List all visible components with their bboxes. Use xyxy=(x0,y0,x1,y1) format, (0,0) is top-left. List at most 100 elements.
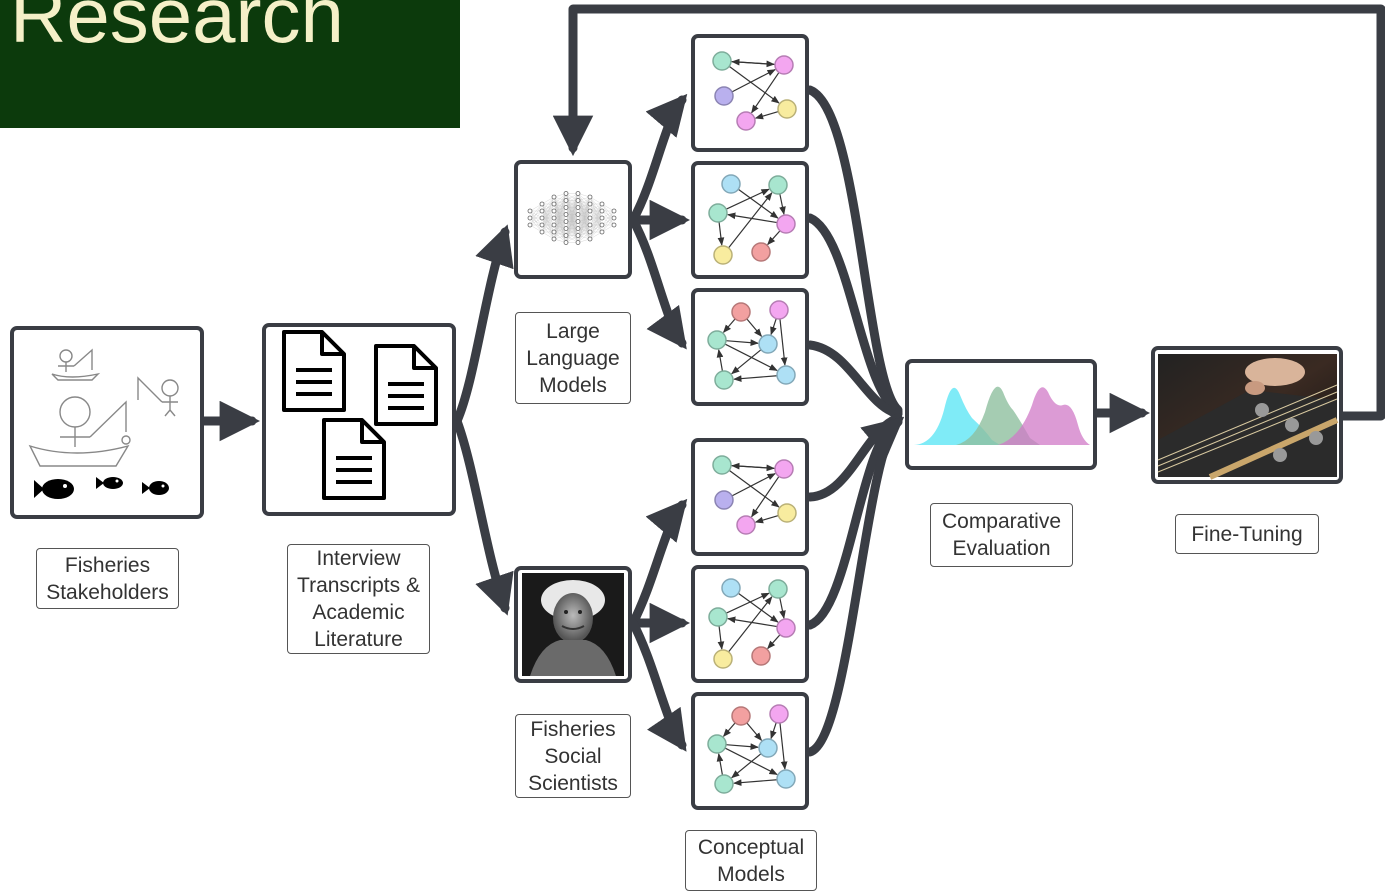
label-fine-tuning: Fine-Tuning xyxy=(1175,514,1319,554)
graph-node xyxy=(736,515,756,535)
nn-node xyxy=(563,198,569,203)
conceptual-model-box xyxy=(691,161,809,279)
nn-node xyxy=(551,236,557,242)
label-fisheries-stakeholders: Fisheries Stakeholders xyxy=(36,548,179,609)
nn-node xyxy=(527,215,533,221)
arrow-cm3-to-eval xyxy=(805,340,903,419)
label-conceptual-models: Conceptual Models xyxy=(685,830,817,891)
graph-edge xyxy=(722,722,736,738)
nn-node xyxy=(539,215,545,221)
graph-node xyxy=(714,86,734,106)
comparative-evaluation-box xyxy=(905,359,1097,470)
nn-node xyxy=(575,240,581,245)
document-icon xyxy=(374,344,438,426)
graph-node xyxy=(712,51,732,71)
fish-icons xyxy=(34,477,169,499)
graph-edge xyxy=(754,514,779,524)
nn-node xyxy=(587,208,593,214)
graph-edge xyxy=(754,110,779,120)
conceptual-model-box xyxy=(691,34,809,152)
label-line: Conceptual xyxy=(697,835,805,859)
graph-node xyxy=(751,646,771,666)
graph-node xyxy=(721,578,741,598)
graph-edge xyxy=(767,634,781,650)
nn-node xyxy=(575,191,581,196)
llm-box xyxy=(514,160,632,279)
graph-edge xyxy=(730,60,775,68)
density-pink xyxy=(998,387,1090,445)
graph-node xyxy=(714,774,734,794)
graph-edge xyxy=(737,592,779,623)
graph-node xyxy=(707,330,727,350)
nn-node xyxy=(527,222,533,228)
graph-edge xyxy=(722,318,736,334)
graph-node xyxy=(713,245,733,265)
label-large-language-models: Large Language Models xyxy=(515,312,631,404)
nn-node xyxy=(551,201,557,207)
graph-edge xyxy=(716,349,724,372)
label-line: Large xyxy=(546,319,600,343)
arrow-transcripts-to-llm xyxy=(452,224,514,426)
graph-edge xyxy=(727,212,778,224)
graph-edge xyxy=(746,318,763,337)
graph-edge xyxy=(725,339,759,346)
graph-node xyxy=(776,618,796,638)
nn-node xyxy=(563,219,569,224)
graph-edge xyxy=(737,188,779,219)
graph-edge xyxy=(728,469,780,508)
graph-node xyxy=(731,706,751,726)
graph-node xyxy=(774,55,794,75)
stakeholders-box xyxy=(10,326,204,519)
graph-node xyxy=(777,99,797,119)
nn-node xyxy=(563,191,569,196)
nn-node xyxy=(587,222,593,228)
label-comparative-evaluation: Comparative Evaluation xyxy=(930,503,1073,567)
scientist-portrait-icon xyxy=(522,573,624,676)
conceptual-model-box xyxy=(691,438,809,556)
nn-node xyxy=(599,215,605,221)
nn-node xyxy=(599,229,605,235)
conceptual-model-box xyxy=(691,288,809,406)
nn-node xyxy=(563,233,569,238)
graph-node xyxy=(758,334,778,354)
graph-edge xyxy=(779,722,788,770)
label-line: Evaluation xyxy=(952,537,1051,560)
banner-title: Research xyxy=(10,0,344,59)
graph-node xyxy=(712,455,732,475)
conceptual-model-box xyxy=(691,565,809,683)
nn-node xyxy=(539,208,545,214)
graph-node xyxy=(758,738,778,758)
nn-node xyxy=(599,208,605,214)
graph-edge xyxy=(770,722,777,740)
nn-node xyxy=(587,236,593,242)
nn-node xyxy=(563,240,569,245)
nn-node xyxy=(611,215,617,221)
nn-node xyxy=(587,201,593,207)
graph-edge xyxy=(779,318,788,366)
nn-node xyxy=(551,222,557,228)
nn-node xyxy=(599,201,605,207)
label-line: Fisheries xyxy=(64,553,151,577)
nn-node xyxy=(587,194,593,200)
neural-network-icon xyxy=(527,191,617,245)
nn-node xyxy=(575,198,581,203)
graph-edge xyxy=(767,230,781,246)
label-line: Comparative xyxy=(941,510,1062,533)
nn-node xyxy=(599,222,605,228)
density-plot-icon xyxy=(914,386,1090,445)
arrow-sci-to-cm4 xyxy=(628,498,688,628)
nn-node xyxy=(575,219,581,224)
graph-edge xyxy=(779,193,786,216)
arrow-feedback-loop xyxy=(552,4,1385,421)
graph-node xyxy=(774,459,794,479)
graph-edge xyxy=(725,188,770,210)
label-line: Social xyxy=(544,744,602,768)
graph-node xyxy=(776,214,796,234)
nn-node xyxy=(551,229,557,235)
label-line: Interview xyxy=(316,547,401,570)
transcripts-box xyxy=(262,323,456,516)
nn-node xyxy=(563,226,569,231)
label-line: Transcripts & xyxy=(297,574,420,597)
nn-node xyxy=(527,208,533,214)
